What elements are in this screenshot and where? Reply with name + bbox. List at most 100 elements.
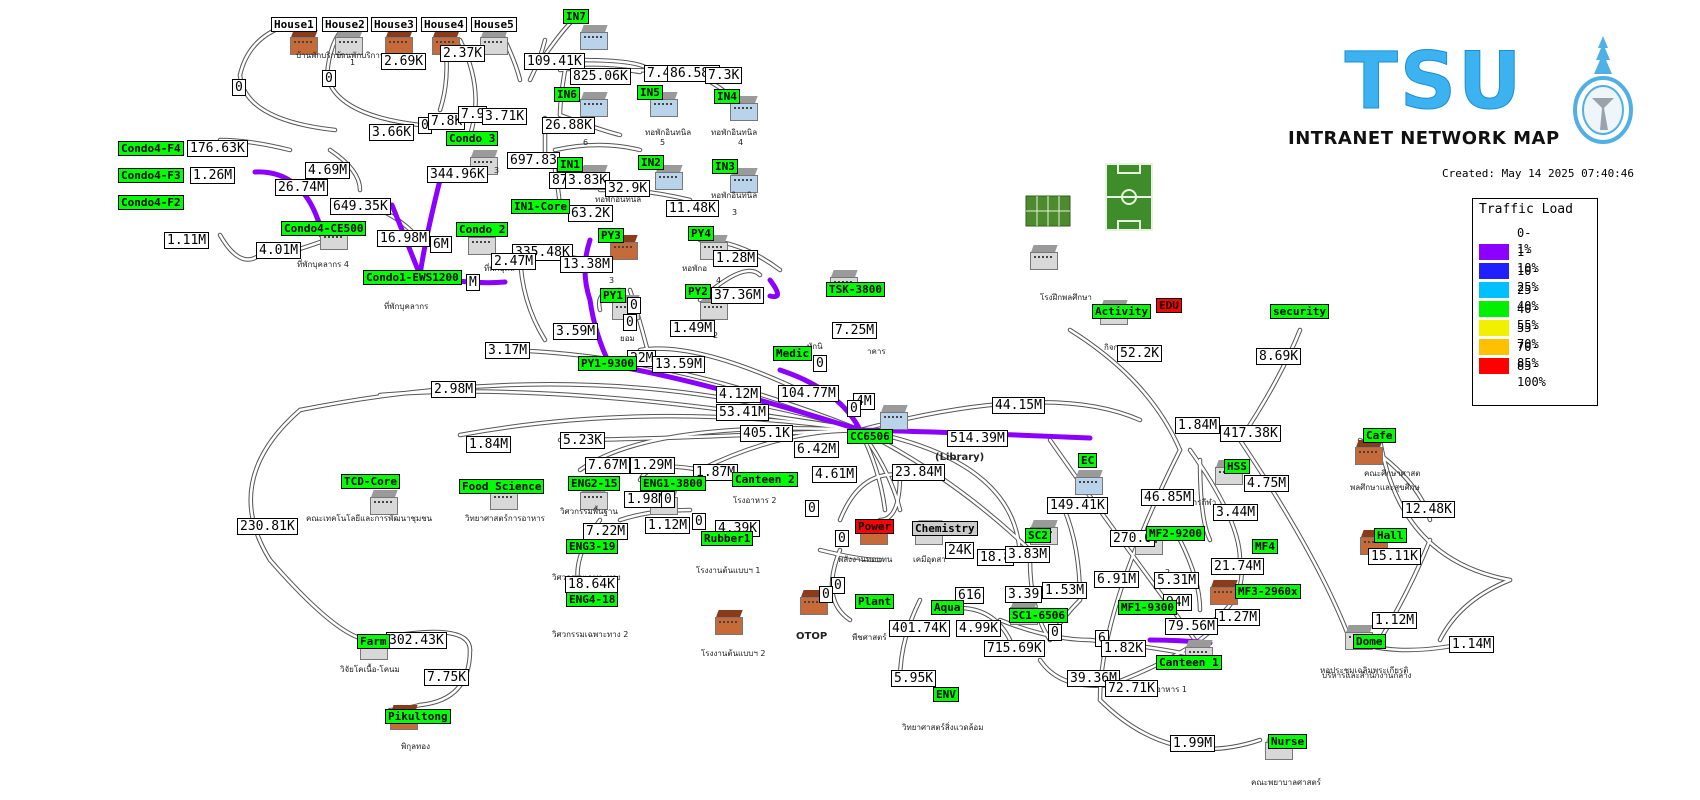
building-caption: วิจัยโคเนื้อ-โคนม bbox=[340, 665, 400, 674]
node-py4[interactable]: PY4 bbox=[688, 226, 714, 241]
node-in6[interactable]: IN6 bbox=[554, 87, 580, 102]
node-ec[interactable]: EC bbox=[1078, 453, 1098, 468]
node-in4[interactable]: IN4 bbox=[714, 89, 740, 104]
link-path bbox=[268, 558, 372, 642]
node-eng319[interactable]: ENG3-19 bbox=[566, 539, 619, 554]
building-caption: พิกุลทอง bbox=[401, 742, 431, 751]
traffic-label: 230.81K bbox=[237, 518, 298, 535]
node-in2[interactable]: IN2 bbox=[638, 155, 664, 170]
node-tsk[interactable]: TSK-3800 bbox=[826, 282, 885, 297]
building-icon bbox=[715, 610, 745, 635]
traffic-label: 26.88K bbox=[542, 117, 595, 134]
node-security[interactable]: security bbox=[1270, 304, 1329, 319]
node-condo3[interactable]: Condo 3 bbox=[446, 131, 499, 146]
building-icon bbox=[610, 235, 640, 260]
traffic-label: 3.71K bbox=[482, 108, 528, 125]
building-caption: หอพักอ bbox=[682, 264, 707, 273]
traffic-label: 1.29M bbox=[630, 457, 676, 474]
node-cc6506[interactable]: CC6506 bbox=[847, 429, 893, 444]
building-caption: 5 bbox=[660, 138, 666, 147]
node-farm[interactable]: Farm bbox=[357, 634, 390, 649]
node-house4[interactable]: House4 bbox=[421, 17, 467, 32]
node-foodsci[interactable]: Food Science bbox=[459, 479, 545, 494]
node-py1[interactable]: PY1 bbox=[600, 288, 626, 303]
traffic-label: 1.12M bbox=[645, 517, 691, 534]
traffic-label: 5.31M bbox=[1154, 572, 1200, 589]
node-sc16506[interactable]: SC1-6506 bbox=[1009, 608, 1068, 623]
node-canteen2[interactable]: Canteen 2 bbox=[732, 472, 798, 487]
node-canteen1[interactable]: Canteen 1 bbox=[1156, 655, 1222, 670]
legend-swatch bbox=[1479, 282, 1509, 298]
node-power[interactable]: Power bbox=[855, 519, 895, 534]
traffic-legend: Traffic Load 0-1%1-10%10-25%25-40%40-55%… bbox=[1472, 198, 1598, 406]
node-rubber1[interactable]: Rubber1 bbox=[701, 531, 754, 546]
node-condo1[interactable]: Condo1-EWS1200 bbox=[363, 270, 462, 285]
building-icon bbox=[370, 490, 400, 515]
node-condo4f3[interactable]: Condo4-F3 bbox=[118, 168, 184, 183]
node-eng215[interactable]: ENG2-15 bbox=[568, 476, 621, 491]
node-mf29200[interactable]: MF2-9200 bbox=[1146, 526, 1205, 541]
node-house3[interactable]: House3 bbox=[371, 17, 417, 32]
node-pikultong[interactable]: Pikultong bbox=[385, 709, 451, 724]
node-mf4[interactable]: MF4 bbox=[1252, 539, 1278, 554]
node-py2[interactable]: PY2 bbox=[685, 284, 711, 299]
node-in1[interactable]: IN1 bbox=[557, 157, 583, 172]
node-activity[interactable]: Activity bbox=[1092, 304, 1151, 319]
traffic-label: 0 bbox=[232, 79, 246, 96]
legend-swatch bbox=[1479, 301, 1509, 317]
legend-label: 0-1% bbox=[1517, 226, 1532, 256]
link-path bbox=[858, 428, 1022, 562]
link-path bbox=[1068, 328, 1182, 452]
building-caption: ยอม bbox=[620, 334, 635, 343]
node-condo4f4[interactable]: Condo4-F4 bbox=[118, 141, 184, 156]
node-mf19300[interactable]: MF1-9300 bbox=[1118, 600, 1177, 615]
link-path-active bbox=[767, 277, 780, 300]
node-condo4ce[interactable]: Condo4-CE500 bbox=[281, 221, 367, 236]
node-in5[interactable]: IN5 bbox=[637, 85, 663, 100]
node-in1core[interactable]: IN1-Core bbox=[511, 199, 570, 214]
node-dome[interactable]: Dome bbox=[1353, 634, 1386, 649]
node-eng13800[interactable]: ENG1-3800 bbox=[640, 476, 706, 491]
node-nurse[interactable]: Nurse bbox=[1268, 734, 1308, 749]
node-house1[interactable]: House1 bbox=[271, 17, 317, 32]
building-icon bbox=[290, 30, 320, 55]
building-caption: คณะพยาบาลศาสตร์ bbox=[1251, 778, 1321, 787]
building-caption: พลศึกษาและสุขศึกษ bbox=[1350, 483, 1420, 492]
traffic-label: 1.98M bbox=[624, 491, 670, 508]
node-house5[interactable]: House5 bbox=[471, 17, 517, 32]
link-path bbox=[328, 148, 362, 192]
node-edu[interactable]: EDU bbox=[1156, 298, 1182, 313]
building-caption: โรงฝึกพลศึกษา bbox=[1040, 293, 1092, 302]
traffic-label: 4.75M bbox=[1244, 475, 1290, 492]
node-py19300[interactable]: PY1-9300 bbox=[578, 356, 637, 371]
node-env[interactable]: ENV bbox=[933, 687, 959, 702]
node-condo4f2[interactable]: Condo4-F2 bbox=[118, 195, 184, 210]
node-hss[interactable]: HSS bbox=[1224, 459, 1250, 474]
node-mf32960[interactable]: MF3-2960x bbox=[1235, 584, 1301, 599]
node-py3[interactable]: PY3 bbox=[598, 228, 624, 243]
node-chemistry[interactable]: Chemistry bbox=[912, 521, 978, 536]
traffic-label: 3.83K bbox=[565, 172, 611, 189]
node-tcdcore[interactable]: TCD-Core bbox=[341, 474, 400, 489]
traffic-label: 0 bbox=[835, 530, 849, 547]
node-plant[interactable]: Plant bbox=[855, 594, 895, 609]
node-in7[interactable]: IN7 bbox=[563, 9, 589, 24]
node-house2[interactable]: House2 bbox=[322, 17, 368, 32]
building-icon bbox=[385, 30, 415, 55]
traffic-label: 13.38M bbox=[560, 256, 613, 273]
legend-label: 10-25% bbox=[1517, 264, 1539, 294]
node-eng418[interactable]: ENG4-18 bbox=[566, 592, 619, 607]
node-aqua[interactable]: Aqua bbox=[931, 600, 964, 615]
traffic-label: 7.25M bbox=[832, 322, 878, 339]
traffic-label: 825.06K bbox=[570, 68, 631, 85]
node-cafe[interactable]: Cafe bbox=[1363, 428, 1396, 443]
node-sc2[interactable]: SC2 bbox=[1025, 528, 1051, 543]
traffic-label: 2.98M bbox=[431, 381, 477, 398]
building-caption: ที่พักบุคลากร bbox=[384, 302, 429, 311]
node-medic[interactable]: Medic bbox=[773, 346, 813, 361]
node-in3[interactable]: IN3 bbox=[712, 159, 738, 174]
traffic-label: 1.53M bbox=[1042, 582, 1088, 599]
node-hall[interactable]: Hall bbox=[1374, 528, 1407, 543]
traffic-label: M bbox=[466, 274, 480, 291]
node-condo2[interactable]: Condo 2 bbox=[456, 222, 509, 237]
